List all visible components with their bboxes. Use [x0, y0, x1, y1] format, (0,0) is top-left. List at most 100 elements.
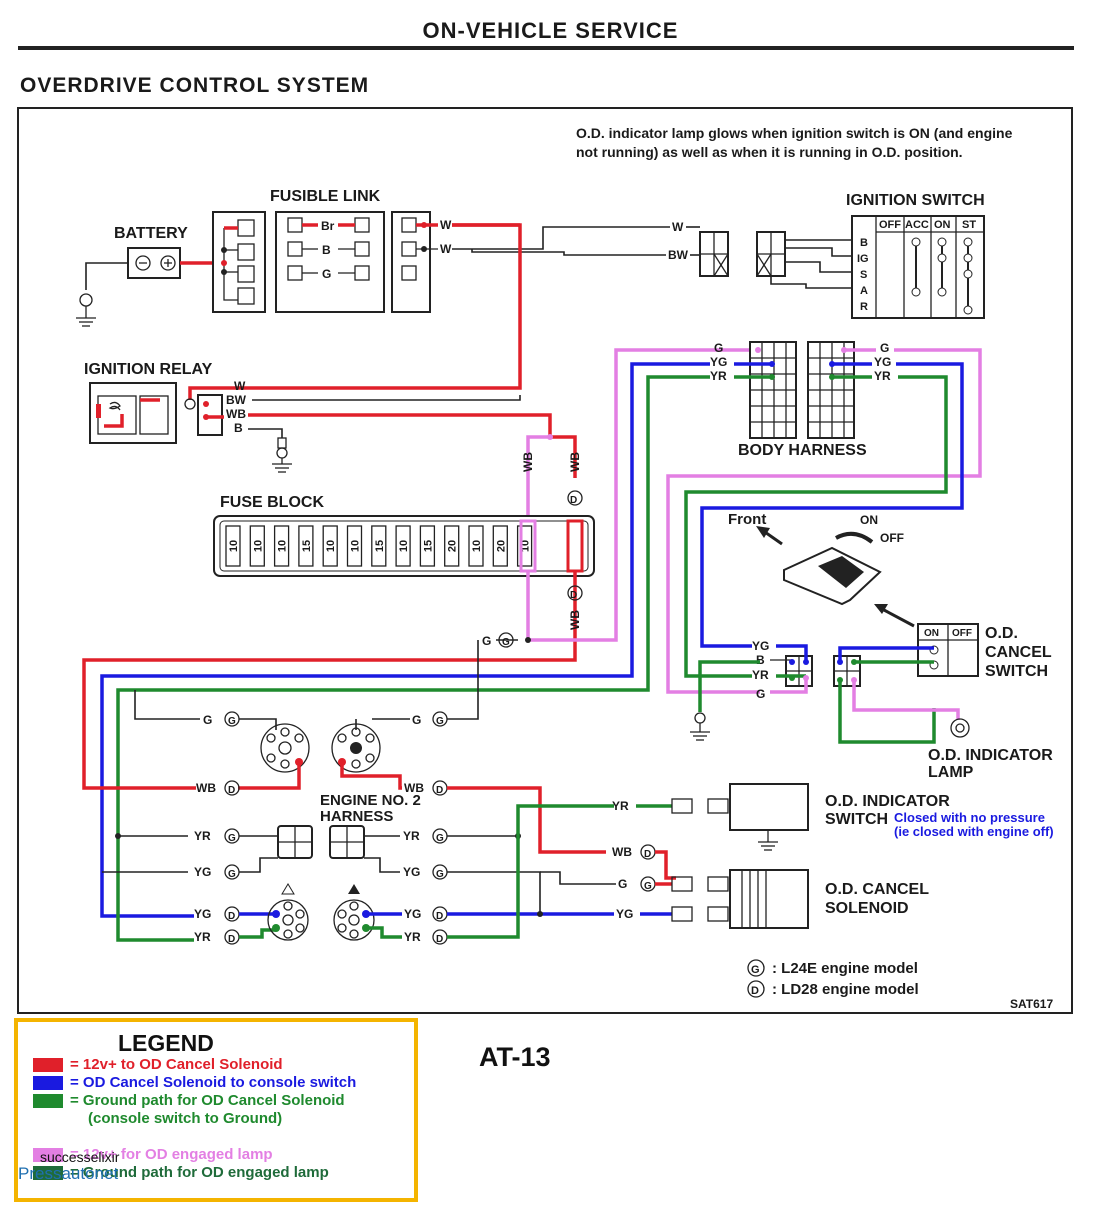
- wire-label-g: G: [644, 881, 652, 892]
- wire-label-wb: WB: [521, 452, 535, 472]
- wire-label-yg: YG: [710, 355, 727, 369]
- fuse: [419, 525, 436, 567]
- wire-label-yg: YG: [403, 865, 420, 879]
- key-g-text: : L24E engine model: [772, 960, 918, 977]
- fusible-link-label: FUSIBLE LINK: [270, 188, 381, 205]
- fuse-rating-label: 20: [447, 540, 459, 552]
- wire-label-yg: YG: [874, 355, 891, 369]
- pink-wb-wire: [526, 435, 550, 522]
- wire-label-g: G: [436, 869, 444, 880]
- fuse: [468, 525, 484, 567]
- wire-label-w: W: [440, 242, 452, 256]
- legend-swatch-pink: [33, 1148, 63, 1162]
- green-main-wire: [116, 375, 710, 942]
- ign-row-a: A: [860, 285, 868, 297]
- wire-label-yr: YR: [612, 799, 629, 813]
- od-cancel-switch-label-1: O.D.: [985, 625, 1018, 642]
- watermark-line-1: successelixir: [40, 1149, 120, 1165]
- od-indicator-lamp-label-2: LAMP: [928, 764, 974, 781]
- ground-icon: [76, 293, 96, 327]
- ign-row-b: B: [860, 237, 868, 249]
- wire-label-yr: YR: [403, 829, 420, 843]
- indicator-switch-ground-icon: [758, 841, 778, 851]
- fuse-rating-label: 10: [471, 540, 483, 552]
- fuse-rating-label: 15: [374, 540, 386, 552]
- wire-label-g: G: [412, 713, 421, 727]
- switch-note-1: Closed with no pressure: [894, 810, 1045, 825]
- wire-label-yg: YG: [404, 907, 421, 921]
- wire-label-d: D: [644, 849, 651, 860]
- od-cancel-switch-label-3: SWITCH: [985, 663, 1048, 680]
- wire-label-wb: WB: [196, 781, 216, 795]
- wire-label-br: Br: [321, 219, 335, 233]
- note-line-2: not running) as well as when it is runni…: [576, 144, 963, 160]
- fuse: [298, 525, 314, 567]
- ign-row-r: R: [860, 301, 868, 313]
- key-d-text: : LD28 engine model: [772, 981, 919, 998]
- wire-label-yr: YR: [710, 369, 727, 383]
- square-connector-right: [329, 825, 365, 859]
- wire-label-g: G: [482, 634, 491, 648]
- body-harness-label: BODY HARNESS: [738, 442, 867, 459]
- red-feed-wire: [228, 223, 522, 390]
- page-number: AT-13: [479, 1042, 551, 1072]
- wire-label-d: D: [228, 785, 235, 796]
- wire-label-bw: BW: [668, 248, 689, 262]
- fuse-rating-label: 15: [422, 540, 434, 552]
- engine-harness-label-2: HARNESS: [320, 808, 393, 825]
- fuse-rating-label: 10: [277, 540, 289, 552]
- fuse: [492, 525, 508, 567]
- fuse: [346, 525, 363, 567]
- od-cancel-solenoid-label-1: O.D. CANCEL: [825, 881, 929, 898]
- wire-label-yr: YR: [194, 829, 211, 843]
- od-cancel-solenoid-icon: [729, 869, 809, 929]
- toggle-arrow-icon: [835, 531, 874, 544]
- wire-label-yr: YR: [874, 369, 891, 383]
- ignition-switch-label: IGNITION SWITCH: [846, 192, 985, 209]
- diagram-frame: [17, 107, 1073, 1014]
- relay-ground-icon: [272, 437, 292, 473]
- wire-label-g: G: [322, 267, 331, 281]
- od-switch-off: OFF: [952, 628, 972, 639]
- watermark-line-2: Pressautonet: [18, 1164, 119, 1183]
- wire-label-g: G: [618, 877, 627, 891]
- section-title: OVERDRIVE CONTROL SYSTEM: [20, 74, 370, 97]
- red-main-wire: [82, 571, 577, 790]
- wire-label-wb: WB: [226, 407, 246, 421]
- key-d-symbol: D: [751, 985, 759, 997]
- legend-item-green-sub: (console switch to Ground): [88, 1110, 283, 1127]
- wire-label-b: B: [322, 243, 331, 257]
- page-header-title: ON-VEHICLE SERVICE: [422, 18, 679, 43]
- ignition-relay-label: IGNITION RELAY: [84, 361, 213, 378]
- wire-label-wb: WB: [568, 610, 582, 630]
- square-connector-left: [277, 825, 313, 859]
- fuse: [371, 525, 387, 567]
- fuse: [249, 525, 265, 567]
- legend-item-dark-green: = Ground path for OD engaged lamp: [70, 1164, 329, 1181]
- engine-harness-label-1: ENGINE NO. 2: [320, 792, 421, 809]
- figure-code: SAT617: [1010, 997, 1053, 1011]
- ign-row-s: S: [860, 269, 867, 281]
- wire-label-w: W: [440, 218, 452, 232]
- wire-label-wb: WB: [612, 845, 632, 859]
- legend-item-red: = 12v+ to OD Cancel Solenoid: [70, 1056, 283, 1073]
- ignition-switch-connector: [699, 231, 786, 277]
- legend-swatch-blue: [33, 1076, 63, 1090]
- wire-label-wb: WB: [404, 781, 424, 795]
- wire-label-g: G: [228, 869, 236, 880]
- ignition-switch-contacts: [911, 237, 973, 315]
- wire-label-b: B: [234, 421, 243, 435]
- header-divider: [18, 46, 1074, 50]
- od-indicator-switch-label-1: O.D. INDICATOR: [825, 793, 950, 810]
- legend-item-blue: = OD Cancel Solenoid to console switch: [70, 1074, 357, 1091]
- legend-swatch-green: [33, 1094, 63, 1108]
- front-arrow-icon: [756, 526, 783, 546]
- battery-ground-wire: [85, 262, 128, 290]
- wire-label-g: G: [228, 716, 236, 727]
- legend-title: LEGEND: [118, 1030, 214, 1056]
- od-indicator-switch-body: [729, 783, 809, 831]
- legend-item-green: = Ground path for OD Cancel Solenoid: [70, 1092, 345, 1109]
- ign-col-on: ON: [934, 219, 951, 231]
